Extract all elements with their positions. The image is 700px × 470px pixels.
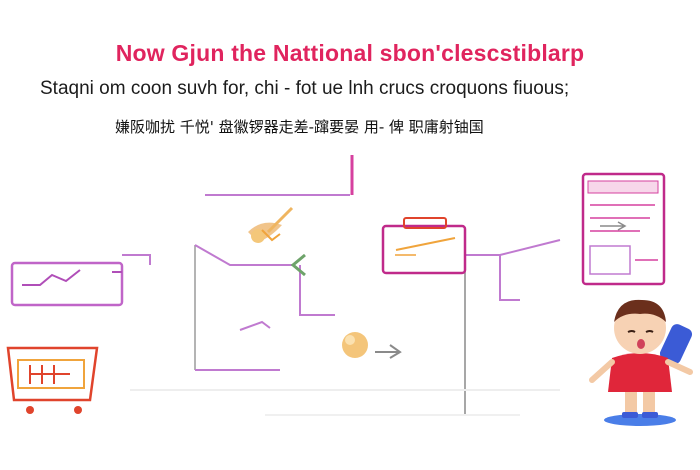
guide-lines	[130, 155, 560, 416]
left-card-icon	[10, 261, 124, 307]
cursor-icon	[239, 320, 402, 359]
connector-lines	[122, 194, 561, 371]
person-with-phone-icon	[589, 299, 693, 426]
envelope-folder-icon	[381, 217, 467, 275]
cjk-caption: 嫌阪咖扰 千悦' 盘徽锣器走差-蹿要晏 用- 俾 职庸射铀国	[115, 118, 484, 136]
page-title: Now Gjun the Nattional sbon'clescstiblar…	[115, 40, 585, 66]
bird-icon	[248, 206, 294, 243]
page-subtitle: Staqni om coon suvh for, chi - fot ue ln…	[40, 78, 570, 99]
cart-icon	[6, 346, 99, 414]
chevron-left-icon	[290, 253, 306, 277]
document-panel-icon	[581, 172, 666, 286]
